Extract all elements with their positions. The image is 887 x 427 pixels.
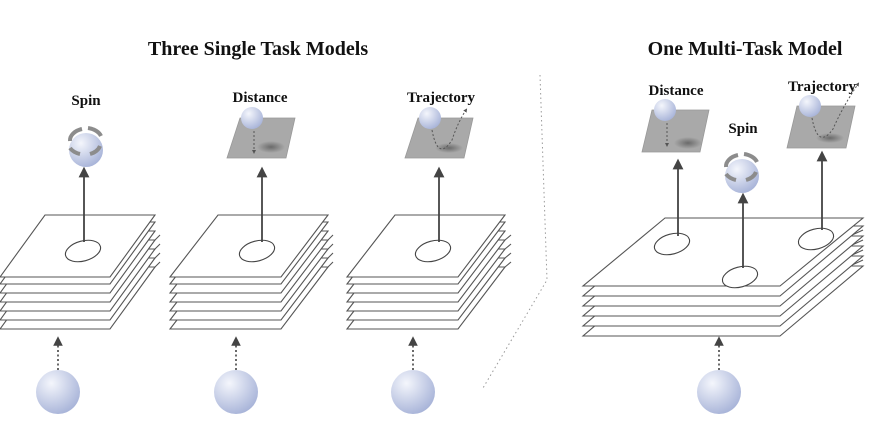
distance-label: Distance	[649, 83, 704, 99]
distance-icon	[641, 99, 710, 153]
trajectory-icon	[404, 107, 474, 159]
multi-task-model: Distance Spin Trajectory	[581, 79, 865, 414]
single-task-model-trajectory: Trajectory	[345, 90, 512, 414]
multi-task-title: One Multi-Task Model	[648, 38, 843, 60]
task-label: Trajectory	[407, 90, 476, 106]
distance-node	[653, 232, 691, 256]
input-ball	[391, 370, 435, 414]
spin-icon	[724, 152, 759, 193]
spin-icon	[68, 126, 103, 167]
section-divider	[482, 74, 548, 389]
single-task-title: Three Single Task Models	[148, 38, 368, 60]
task-node	[64, 239, 102, 263]
layer-stack	[168, 214, 334, 330]
input-ball	[214, 370, 258, 414]
single-task-model-spin: Spin	[0, 93, 161, 414]
task-label: Distance	[233, 90, 288, 106]
trajectory-icon	[786, 82, 860, 149]
task-node	[238, 239, 276, 263]
layer-stack	[581, 217, 865, 337]
task-node	[414, 239, 452, 263]
input-ball	[36, 370, 80, 414]
layer-stack	[345, 214, 512, 330]
spin-node	[721, 265, 759, 289]
trajectory-node	[797, 227, 835, 251]
task-label: Spin	[71, 93, 101, 109]
input-ball	[697, 370, 741, 414]
spin-label: Spin	[728, 121, 758, 137]
trajectory-label: Trajectory	[788, 79, 857, 95]
distance-icon	[226, 107, 296, 159]
single-task-model-distance: Distance	[168, 90, 334, 414]
layer-stack	[0, 214, 161, 330]
